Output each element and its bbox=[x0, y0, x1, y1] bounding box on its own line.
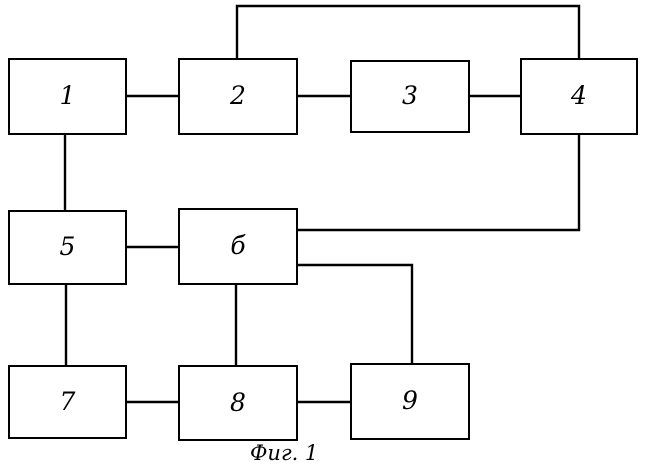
block-5[interactable]: 5 bbox=[8, 210, 127, 285]
block-8[interactable]: 8 bbox=[178, 365, 298, 441]
block-label-6: б bbox=[230, 231, 246, 260]
block-label-1: 1 bbox=[59, 81, 76, 110]
block-7[interactable]: 7 bbox=[8, 365, 127, 439]
block-label-5: 5 bbox=[59, 232, 76, 261]
block-label-3: 3 bbox=[402, 81, 418, 110]
connector-c4-2-feedback bbox=[235, 4, 581, 60]
connector-c4-6 bbox=[296, 133, 581, 232]
block-1[interactable]: 1 bbox=[8, 58, 127, 135]
block-4[interactable]: 4 bbox=[520, 58, 638, 135]
connector-c6-9 bbox=[296, 263, 414, 365]
block-3[interactable]: 3 bbox=[350, 60, 470, 133]
figure-caption: Фиг. 1 bbox=[250, 441, 319, 465]
block-label-8: 8 bbox=[230, 387, 246, 417]
block-9[interactable]: 9 bbox=[350, 363, 470, 440]
block-label-7: 7 bbox=[59, 386, 76, 416]
block-label-4: 4 bbox=[571, 81, 587, 110]
block-2[interactable]: 2 bbox=[178, 58, 298, 135]
block-6[interactable]: б bbox=[178, 208, 298, 285]
block-label-9: 9 bbox=[402, 386, 418, 415]
block-label-2: 2 bbox=[230, 81, 246, 110]
